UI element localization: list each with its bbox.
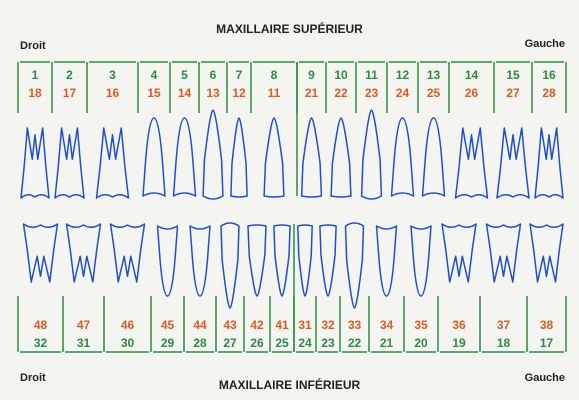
- lower-tooth-outline: [158, 226, 178, 296]
- upper-tooth-number-universal: 5: [181, 68, 188, 82]
- lower-tooth-number-fdi: 43: [223, 318, 237, 332]
- lower-tooth-number-fdi: 46: [121, 318, 135, 332]
- lower-tooth-outline: [248, 225, 266, 296]
- lower-tooth-number-universal: 30: [121, 336, 135, 350]
- upper-tooth-number-fdi: 16: [106, 86, 120, 100]
- lower-tooth-number-universal: 17: [540, 336, 554, 350]
- upper-tooth-outline: [264, 118, 284, 197]
- lower-tooth-outline: [442, 224, 476, 282]
- lower-tooth-number-universal: 31: [77, 336, 91, 350]
- upper-tooth-number-universal: 6: [210, 68, 217, 82]
- upper-tooth-number-fdi: 27: [506, 86, 520, 100]
- lower-tooth-outline: [221, 223, 239, 308]
- lower-tooth-number-universal: 28: [193, 336, 207, 350]
- lower-tooth-number-fdi: 48: [34, 318, 48, 332]
- upper-tooth-number-universal: 9: [308, 68, 315, 82]
- lower-tooth-outline: [346, 223, 364, 308]
- upper-tooth-outline: [55, 128, 84, 198]
- upper-tooth-number-fdi: 17: [63, 86, 77, 100]
- upper-tooth-number-fdi: 22: [334, 86, 348, 100]
- lower-tooth-number-universal: 24: [298, 336, 312, 350]
- lower-tooth-number-fdi: 45: [161, 318, 175, 332]
- lower-tooth-number-fdi: 33: [348, 318, 362, 332]
- upper-tooth-number-universal: 11: [365, 68, 378, 82]
- lower-tooth-outline: [320, 225, 336, 296]
- lower-tooth-number-fdi: 37: [497, 318, 511, 332]
- lower-tooth-outline: [274, 225, 290, 296]
- lower-tooth-number-universal: 19: [452, 336, 466, 350]
- upper-tooth-number-fdi: 14: [178, 86, 192, 100]
- lower-tooth-number-universal: 20: [414, 336, 428, 350]
- lower-tooth-number-universal: 18: [497, 336, 511, 350]
- lower-tooth-number-universal: 21: [380, 336, 394, 350]
- lower-tooth-outline: [190, 226, 210, 296]
- lower-tooth-number-fdi: 31: [298, 318, 312, 332]
- upper-tooth-number-universal: 10: [334, 68, 348, 82]
- upper-tooth-number-fdi: 13: [206, 86, 220, 100]
- upper-tooth-number-fdi: 18: [28, 86, 42, 100]
- upper-tooth-outline: [174, 118, 196, 196]
- lower-tooth-number-fdi: 38: [540, 318, 554, 332]
- lower-tooth-number-universal: 29: [161, 336, 175, 350]
- lower-tooth-number-fdi: 34: [380, 318, 394, 332]
- lower-tooth-outline: [111, 224, 145, 282]
- upper-tooth-number-fdi: 23: [365, 86, 379, 100]
- lower-tooth-number-universal: 25: [275, 336, 289, 350]
- upper-tooth-outline: [302, 118, 322, 197]
- lower-tooth-number-fdi: 44: [193, 318, 207, 332]
- lower-tooth-number-universal: 23: [321, 336, 335, 350]
- upper-tooth-number-universal: 16: [542, 68, 556, 82]
- lower-tooth-outline: [411, 226, 431, 296]
- upper-tooth-number-universal: 14: [465, 68, 479, 82]
- lower-tooth-outline: [67, 224, 101, 282]
- upper-tooth-number-universal: 4: [151, 68, 158, 82]
- upper-tooth-number-fdi: 24: [396, 86, 410, 100]
- upper-tooth-number-universal: 8: [271, 68, 278, 82]
- lower-tooth-number-fdi: 42: [250, 318, 264, 332]
- lower-tooth-number-fdi: 36: [452, 318, 466, 332]
- lower-tooth-outline: [487, 224, 521, 282]
- upper-tooth-number-universal: 7: [236, 68, 243, 82]
- upper-tooth-number-universal: 1: [32, 68, 39, 82]
- upper-tooth-number-universal: 12: [396, 68, 410, 82]
- lower-tooth-outline: [298, 225, 312, 296]
- upper-tooth-number-fdi: 26: [465, 86, 479, 100]
- upper-tooth-number-fdi: 11: [268, 86, 281, 100]
- lower-tooth-outline: [377, 226, 397, 296]
- lower-tooth-outline: [530, 224, 563, 282]
- lower-tooth-outline: [24, 224, 58, 282]
- upper-tooth-number-fdi: 21: [305, 86, 319, 100]
- upper-tooth-outline: [97, 128, 129, 198]
- upper-tooth-number-universal: 2: [66, 68, 73, 82]
- upper-tooth-number-fdi: 15: [147, 86, 161, 100]
- lower-tooth-number-fdi: 47: [77, 318, 91, 332]
- lower-tooth-number-universal: 32: [34, 336, 48, 350]
- upper-tooth-outline: [423, 118, 445, 196]
- upper-tooth-outline: [231, 118, 247, 197]
- lower-tooth-number-fdi: 41: [275, 318, 289, 332]
- upper-tooth-outline: [21, 128, 49, 198]
- upper-tooth-outline: [143, 118, 165, 196]
- lower-tooth-number-universal: 27: [223, 336, 237, 350]
- upper-tooth-outline: [203, 110, 223, 199]
- lower-tooth-number-universal: 26: [250, 336, 264, 350]
- lower-tooth-number-fdi: 35: [414, 318, 428, 332]
- upper-tooth-outline: [331, 118, 351, 197]
- upper-tooth-outline: [497, 128, 529, 198]
- upper-tooth-number-fdi: 12: [232, 86, 246, 100]
- lower-tooth-number-fdi: 32: [321, 318, 335, 332]
- lower-tooth-number-universal: 22: [348, 336, 362, 350]
- upper-tooth-outline: [535, 128, 563, 198]
- upper-tooth-outline: [456, 128, 488, 198]
- upper-tooth-number-fdi: 25: [427, 86, 441, 100]
- upper-tooth-number-universal: 13: [427, 68, 441, 82]
- upper-tooth-number-universal: 3: [109, 68, 116, 82]
- upper-tooth-number-fdi: 28: [542, 86, 556, 100]
- upper-tooth-outline: [362, 110, 382, 199]
- upper-tooth-outline: [392, 118, 414, 196]
- upper-tooth-number-universal: 15: [506, 68, 520, 82]
